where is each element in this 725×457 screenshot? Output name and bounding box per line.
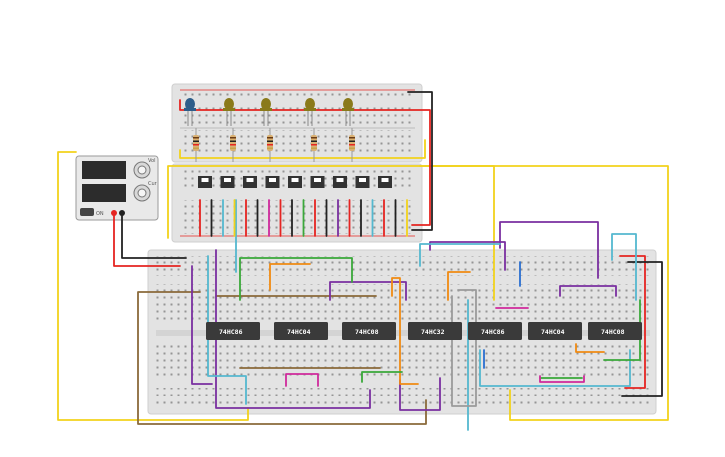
ic-74hc08-b[interactable]: 74HC08 [588,322,642,340]
wire-orange[interactable] [447,271,471,301]
led-4[interactable] [304,98,316,126]
led-2[interactable] [223,98,235,126]
current-knob-label: Cur [148,181,158,187]
wire-red[interactable] [619,255,646,389]
resistor-3[interactable] [267,128,273,162]
ic-74hc08-a[interactable]: 74HC08 [342,322,396,340]
ic-row[interactable]: 74HC86 74HC04 74HC08 74HC32 74HC86 74HC0… [206,322,642,340]
resistor-1[interactable] [193,128,199,162]
ic-74hc32[interactable]: 74HC32 [408,322,462,340]
wire-red[interactable] [113,215,181,267]
wire-black[interactable] [407,91,433,231]
dip-switch-3[interactable] [243,176,257,188]
wire-yellow[interactable] [167,165,495,301]
wire-magenta[interactable] [285,373,319,387]
wire-yellow[interactable] [57,151,249,421]
led-1[interactable] [184,98,196,126]
wire-purple[interactable] [559,285,617,297]
power-supply[interactable]: ON Vol Cur [75,155,159,221]
wire-brown[interactable] [137,291,427,425]
power-button-label: ON [96,211,104,217]
wire-orange[interactable] [575,343,605,353]
wire-cyan[interactable] [479,349,631,387]
wire-purple[interactable] [399,377,441,411]
resistor-2[interactable] [230,128,236,162]
jumper-stubs [199,199,408,237]
leds[interactable] [184,98,354,126]
resistor-5[interactable] [349,128,355,162]
wire-purple[interactable] [499,221,599,279]
dip-switch-1[interactable] [198,176,212,188]
chip-label: 74HC04 [287,328,311,336]
voltage-display [82,161,126,179]
wire-magenta[interactable] [539,375,585,383]
wire-purple[interactable] [191,265,213,385]
resistor-4[interactable] [311,128,317,162]
power-button[interactable] [80,208,94,216]
wire-yellow[interactable] [179,139,426,159]
led-5[interactable] [342,98,354,126]
top-breadboard[interactable] [171,83,423,163]
wire-orange[interactable] [391,277,419,385]
current-display [82,184,126,202]
ic-74hc86-a[interactable]: 74HC86 [206,322,260,340]
wire-black[interactable] [621,261,663,397]
resistors[interactable] [193,128,355,162]
wire-green[interactable] [603,299,641,361]
dip-switch-5[interactable] [288,176,302,188]
dip-switch-9[interactable] [378,176,392,188]
wire-cyan[interactable] [611,233,637,301]
wire-yellow[interactable] [419,165,669,421]
wires[interactable] [57,91,669,431]
wire-cyan[interactable] [419,243,501,267]
negative-terminal[interactable] [119,210,125,216]
dip-switch-7[interactable] [333,176,347,188]
led-3[interactable] [260,98,272,126]
voltage-knob-label: Vol [148,158,155,164]
chip-label: 74HC04 [541,328,565,336]
wire-red[interactable] [179,99,431,226]
positive-terminal[interactable] [111,210,117,216]
dip-switch-6[interactable] [310,176,325,188]
chip-label: 74HC08 [601,328,625,336]
dip-switch-8[interactable] [355,176,370,188]
dip-switch-4[interactable] [265,176,280,188]
chip-label: 74HC86 [481,328,505,336]
wire-orange[interactable] [269,263,311,291]
chip-label: 74HC08 [355,328,379,336]
main-breadboard[interactable] [147,249,657,415]
dip-switch[interactable] [198,176,392,188]
wire-cyan[interactable] [207,255,247,405]
wire-black[interactable] [121,215,187,259]
wire-gray[interactable] [451,289,477,407]
wire-green[interactable] [361,371,403,383]
wire-purple[interactable] [429,241,506,271]
chip-label: 74HC32 [421,328,445,336]
ic-74hc04-b[interactable]: 74HC04 [528,322,582,340]
ic-74hc04-a[interactable]: 74HC04 [274,322,328,340]
ic-74hc86-b[interactable]: 74HC86 [468,322,522,340]
chip-label: 74HC86 [219,328,243,336]
wire-green[interactable] [239,257,353,301]
wire-purple[interactable] [329,281,407,301]
dip-switch-2[interactable] [220,176,235,188]
